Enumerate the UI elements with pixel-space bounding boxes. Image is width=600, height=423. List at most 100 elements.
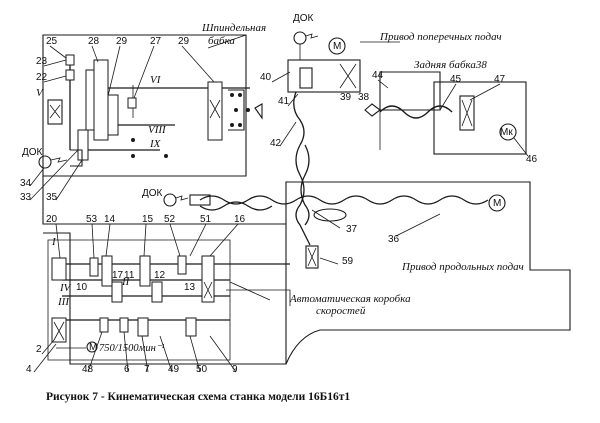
sensor-bracket bbox=[70, 149, 83, 167]
heading-gearbox-2: скоростей bbox=[316, 305, 366, 317]
dok-label-spindle: ДОК bbox=[22, 147, 43, 158]
gearbox-heading-leader bbox=[229, 281, 271, 301]
gear-cross-mark bbox=[209, 99, 221, 119]
callout-51: 51 bbox=[200, 214, 212, 225]
roman-IX: IX bbox=[149, 138, 162, 150]
callout-59: 59 bbox=[342, 256, 354, 267]
callout-45: 45 bbox=[450, 74, 462, 85]
callout-10: 10 bbox=[76, 282, 88, 293]
roman-V: V bbox=[36, 87, 44, 99]
heading-cross-feed: Привод поперечных подач bbox=[379, 31, 502, 43]
callout-27: 27 bbox=[150, 36, 162, 47]
callout-35: 35 bbox=[46, 192, 58, 203]
callout-50: 50 bbox=[196, 364, 208, 375]
gear-33 bbox=[77, 129, 89, 161]
callout-36: 36 bbox=[388, 234, 400, 245]
tailstock-screw bbox=[379, 105, 453, 119]
callout-22: 22 bbox=[36, 72, 48, 83]
centre-tip bbox=[254, 103, 263, 120]
tailstock-gear-47 bbox=[459, 95, 475, 131]
callout-52: 52 bbox=[164, 214, 176, 225]
gear-29-left bbox=[107, 94, 119, 136]
callout-42: 42 bbox=[270, 138, 282, 149]
callout-2: 2 bbox=[36, 344, 42, 355]
callout-20: 20 bbox=[46, 214, 58, 225]
gear-block-28a bbox=[85, 69, 95, 131]
callout-48: 48 bbox=[82, 364, 94, 375]
callout-39: 39 bbox=[340, 92, 352, 103]
callout-49: 49 bbox=[168, 364, 180, 375]
dok-sensor-spindle bbox=[38, 155, 52, 169]
leader-37 bbox=[311, 209, 341, 229]
callout-7: 7 bbox=[144, 364, 150, 375]
clutch-28 bbox=[93, 59, 109, 141]
brake-box bbox=[47, 99, 63, 125]
roman-VIII: VIII bbox=[148, 124, 167, 136]
callout-46: 46 bbox=[526, 154, 538, 165]
brake-cross bbox=[49, 104, 61, 119]
roman-VI: VI bbox=[150, 74, 162, 86]
callout-38: 38 bbox=[358, 92, 370, 103]
callout-17: 17 bbox=[112, 270, 124, 281]
callout-41: 41 bbox=[278, 96, 290, 107]
unit-59 bbox=[305, 245, 319, 269]
dok-sensor-long bbox=[163, 193, 177, 207]
tailstock-motor bbox=[499, 123, 517, 141]
callout-28: 28 bbox=[88, 36, 100, 47]
dok-label-cross: ДОК bbox=[293, 13, 314, 24]
callout-33: 33 bbox=[20, 192, 32, 203]
cross-screw-37 bbox=[295, 144, 311, 246]
spindle-gear-29 bbox=[207, 81, 223, 141]
figure-caption: Рисунок 7 - Кинематическая схема станка … bbox=[46, 391, 350, 403]
callout-13: 13 bbox=[184, 282, 196, 293]
sensor-signal-icon bbox=[175, 195, 189, 201]
bed-outline-right bbox=[285, 181, 571, 365]
bearing-dot bbox=[131, 138, 135, 142]
callout-23: 23 bbox=[36, 56, 48, 67]
gear-27 bbox=[127, 97, 137, 109]
gear-37 bbox=[313, 208, 347, 222]
callout-37: 37 bbox=[346, 224, 358, 235]
longitudinal-screw-2 bbox=[199, 201, 273, 211]
roman-I: I bbox=[51, 236, 57, 248]
heading-gearbox-1: Автоматическая коробка bbox=[289, 293, 411, 305]
callout-15: 15 bbox=[142, 214, 154, 225]
spindle-nose bbox=[228, 89, 245, 131]
callout-40: 40 bbox=[260, 72, 272, 83]
callout-53: 53 bbox=[86, 214, 98, 225]
callout-12: 12 bbox=[154, 270, 166, 281]
callout-11: 11 bbox=[124, 270, 135, 281]
leader-59 bbox=[319, 257, 339, 265]
gear-23 bbox=[65, 54, 75, 66]
cross-feed-shaft bbox=[293, 91, 305, 146]
dok-label-long: ДОК bbox=[142, 188, 163, 199]
motor-speed: 750/1500мин⁻¹ bbox=[99, 343, 165, 354]
callout-29a: 29 bbox=[116, 36, 128, 47]
inner-gearbox-frame bbox=[47, 239, 231, 361]
roman-II: II bbox=[121, 276, 131, 288]
cross-feed-gear bbox=[299, 67, 313, 89]
dok-sensor-cross bbox=[293, 31, 307, 45]
callout-44: 44 bbox=[372, 70, 384, 81]
tailstock-frame bbox=[379, 71, 441, 111]
callout-34: 34 bbox=[20, 178, 32, 189]
tailstock-motor-box bbox=[433, 81, 527, 155]
callout-25: 25 bbox=[46, 36, 58, 47]
bearing-dot bbox=[164, 154, 168, 158]
callouts: 25 28 29 27 29 23 22 34 33 35 40 41 39 3… bbox=[20, 36, 538, 375]
cross-feed-cross bbox=[339, 63, 357, 89]
sensor-signal-icon bbox=[50, 157, 68, 163]
cross-feed-motor-symbol: M bbox=[333, 41, 341, 52]
callout-leaders bbox=[29, 45, 529, 373]
spindle-head-leader bbox=[207, 34, 247, 49]
callout-6: 6 bbox=[124, 364, 130, 375]
longitudinal-screw bbox=[199, 195, 489, 205]
heading-long-feed: Привод продольных подач bbox=[401, 261, 524, 273]
tailstock-motor-symbol: Mк bbox=[500, 127, 513, 138]
gearbox-gears bbox=[51, 255, 215, 343]
heading-spindle-2: бабка bbox=[208, 35, 235, 47]
tailstock-quill bbox=[364, 103, 381, 117]
heading-tailstock: Задняя бабка38 bbox=[414, 59, 487, 71]
